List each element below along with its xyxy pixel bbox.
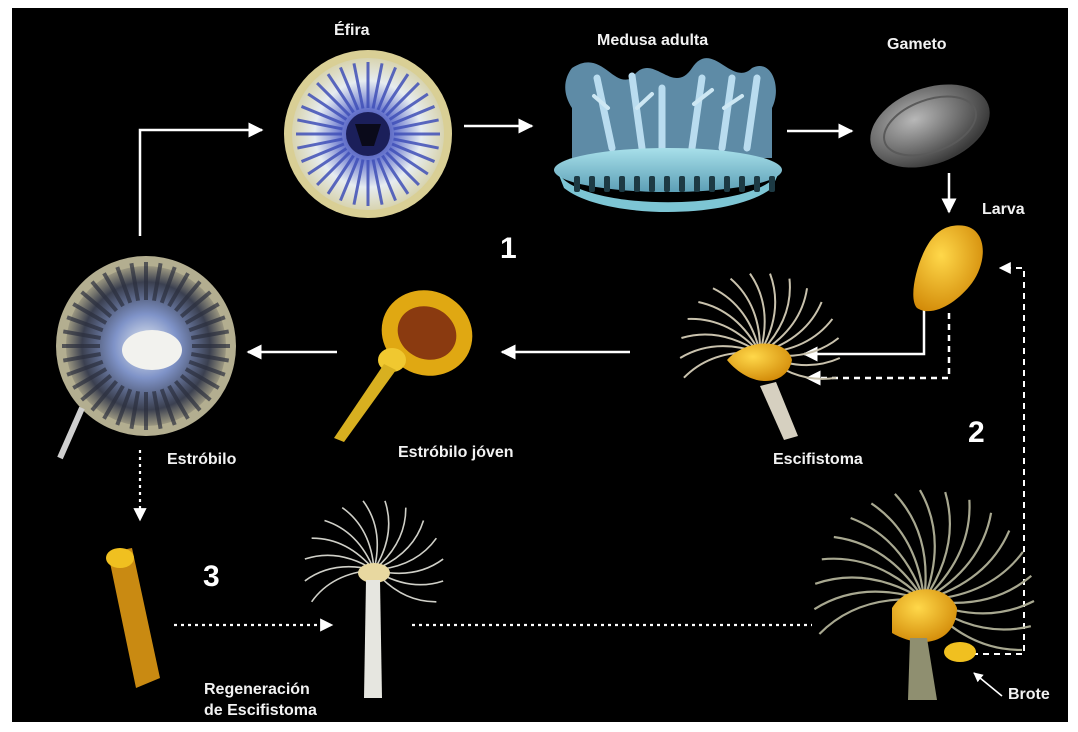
label-larva: Larva [982,201,1025,219]
diagram-canvas [12,8,1068,722]
cycle-number-2: 2 [968,416,985,450]
label-estrobilo-joven: Estróbilo jóven [398,444,514,462]
label-regeneracion-line1: Regeneración [204,681,310,699]
fragment-icon [106,548,160,688]
label-efira: Éfira [334,22,370,40]
cycle-3-arrows [140,450,812,625]
label-gameto: Gameto [887,36,947,54]
regenerated-polyp-icon [305,501,443,698]
label-brote: Brote [1008,686,1050,704]
label-escifistoma: Escifistoma [773,451,863,469]
scyphistoma-icon [680,274,840,440]
strobila-icon [56,256,236,458]
cycle-number-1: 1 [500,232,517,266]
label-estrobilo: Estróbilo [167,451,236,469]
budding-polyp-icon [814,490,1034,700]
larva-icon [913,225,983,311]
life-cycle-diagram: Éfira Medusa adulta Gameto Larva Escifis… [12,8,1068,722]
medusa-icon [554,58,782,212]
label-regeneracion-line2: de Escifistoma [204,702,317,720]
gamete-icon [859,69,1002,183]
cycle-number-3: 3 [203,560,220,594]
cycle-1-arrows [140,126,949,354]
young-strobila-icon [334,275,486,442]
label-medusa-adulta: Medusa adulta [597,32,708,50]
ephyra-icon [284,50,452,218]
